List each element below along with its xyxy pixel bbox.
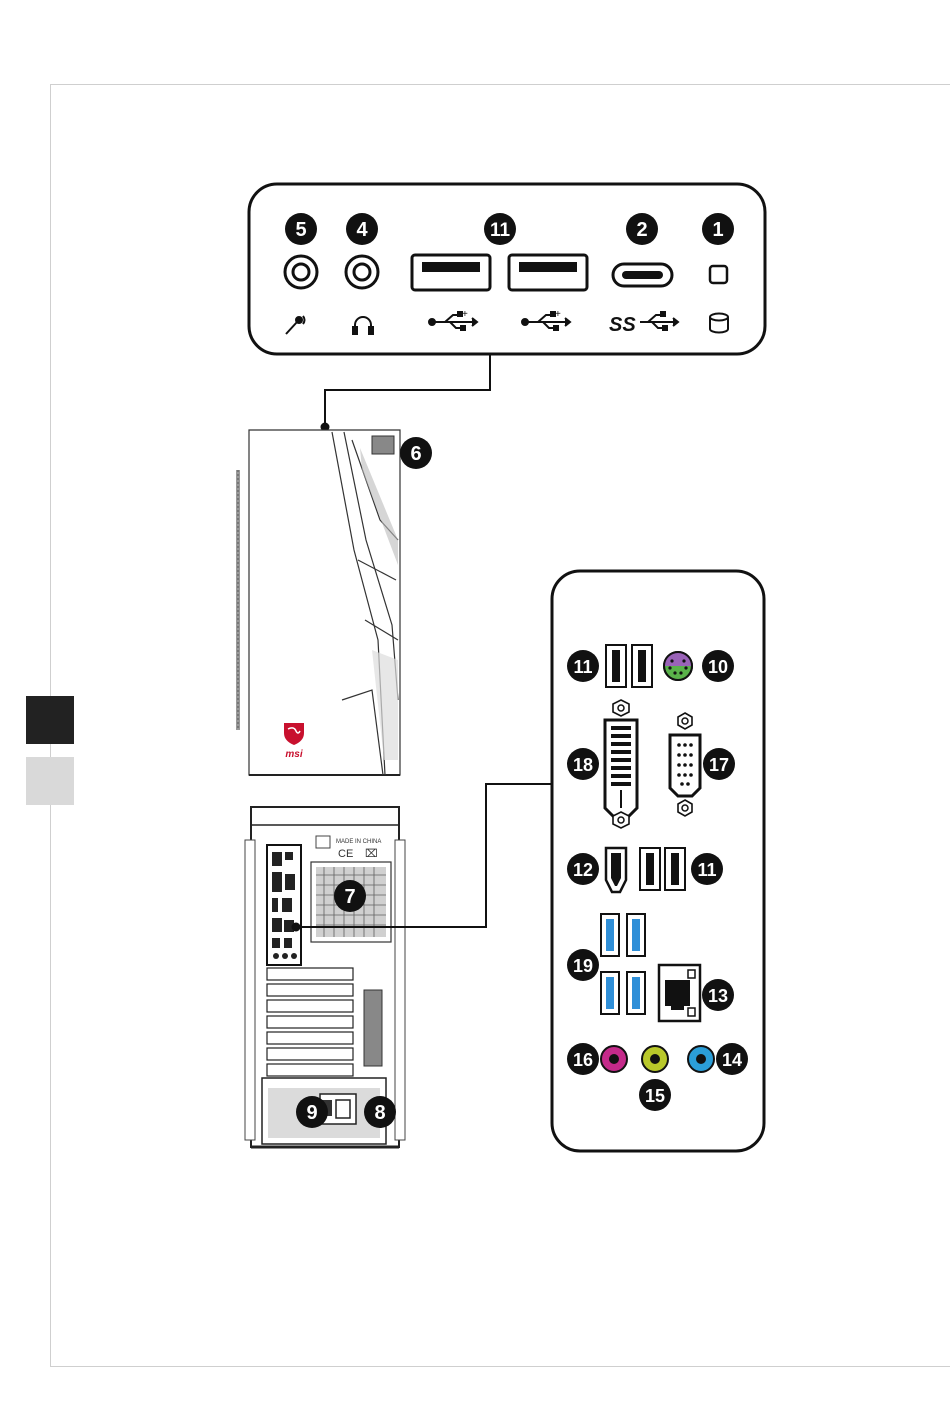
- svg-text:6: 6: [410, 443, 421, 465]
- callout-tower-7: 7: [334, 880, 366, 912]
- callout-rear-10: 10: [702, 650, 734, 682]
- audio-jack-pink: [601, 1046, 627, 1072]
- leader-line-front: [322, 354, 491, 431]
- svg-text:⌧: ⌧: [365, 848, 378, 860]
- svg-text:13: 13: [708, 986, 728, 1006]
- tower-back-view: MADE IN CHINA CE ⌧: [245, 807, 405, 1147]
- svg-text:SS: SS: [609, 314, 636, 336]
- callout-rear-17: 17: [703, 748, 735, 780]
- svg-text:11: 11: [490, 220, 511, 241]
- callout-rear-18: 18: [567, 748, 599, 780]
- svg-text:17: 17: [709, 755, 729, 775]
- svg-text:19: 19: [573, 956, 593, 976]
- callout-tower-6: 6: [400, 437, 432, 469]
- callout-rear-14: 14: [716, 1043, 748, 1075]
- hdd-led-indicator: [710, 266, 727, 283]
- svg-text:1: 1: [712, 219, 723, 241]
- svg-text:MADE IN CHINA: MADE IN CHINA: [336, 839, 381, 845]
- svg-text:9: 9: [306, 1102, 317, 1124]
- callout-rear-12: 12: [567, 853, 599, 885]
- callout-tower-8: 8: [364, 1096, 396, 1128]
- callout-tower-9: 9: [296, 1096, 328, 1128]
- audio-jack-green: [642, 1046, 668, 1072]
- callout-front-5: 5: [285, 213, 317, 245]
- headphone-jack: [346, 256, 378, 288]
- rear-io-panel: 11 10: [552, 571, 764, 1151]
- svg-text:11: 11: [573, 657, 592, 677]
- callout-rear-13: 13: [702, 979, 734, 1011]
- svg-text:2: 2: [636, 219, 647, 241]
- svg-text:11: 11: [697, 860, 716, 880]
- svg-text:12: 12: [573, 860, 593, 880]
- usb-port-front-2: [509, 255, 587, 290]
- usb-c-port: [613, 264, 672, 286]
- svg-text:5: 5: [295, 219, 306, 241]
- callout-rear-16: 16: [567, 1043, 599, 1075]
- svg-text:14: 14: [722, 1050, 742, 1070]
- front-io-panel: 5 4 11 2 1: [249, 184, 765, 354]
- svg-text:15: 15: [645, 1086, 665, 1106]
- lan-port: [659, 965, 700, 1021]
- svg-text:16: 16: [573, 1050, 593, 1070]
- usb-port-front-1: [412, 255, 490, 290]
- svg-text:7: 7: [344, 886, 355, 908]
- svg-text:4: 4: [356, 219, 368, 241]
- svg-text:+: +: [462, 309, 468, 320]
- mic-jack: [285, 256, 317, 288]
- svg-text:msi: msi: [285, 749, 302, 760]
- callout-front-4: 4: [346, 213, 378, 245]
- svg-text:+: +: [555, 309, 561, 320]
- svg-text:10: 10: [708, 657, 728, 677]
- tower-front-view: msi: [236, 430, 400, 775]
- ps2-port: [664, 652, 692, 680]
- audio-jack-blue: [688, 1046, 714, 1072]
- callout-front-2: 2: [626, 213, 658, 245]
- callout-rear-15: 15: [639, 1079, 671, 1111]
- callout-front-1: 1: [702, 213, 734, 245]
- dvi-port: [605, 700, 637, 828]
- callout-rear-11-top: 11: [567, 650, 599, 682]
- callout-rear-11-mid: 11: [691, 853, 723, 885]
- svg-text:CE: CE: [338, 848, 353, 860]
- svg-text:8: 8: [374, 1102, 385, 1124]
- callout-front-11: 11: [484, 213, 516, 245]
- hdmi-port: [606, 848, 626, 892]
- svg-text:18: 18: [573, 755, 593, 775]
- callout-rear-19: 19: [567, 949, 599, 981]
